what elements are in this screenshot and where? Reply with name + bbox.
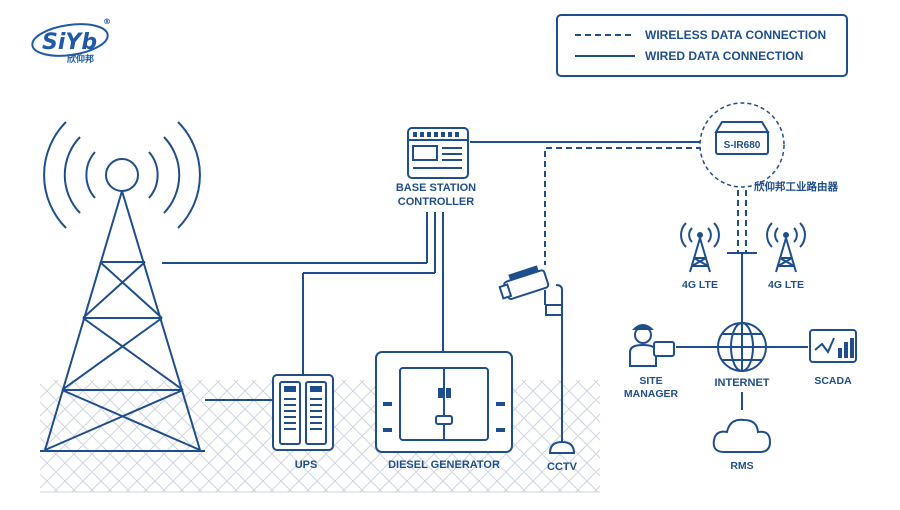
router-model-label: S-IR680 [724, 140, 761, 151]
legend-box [556, 14, 848, 77]
logo-reg-mark: ® [103, 17, 111, 26]
legend: WIRELESS DATA CONNECTION WIRED DATA CONN… [556, 14, 848, 77]
wireless-router-cctv [544, 147, 712, 265]
rms-cloud: RMS [712, 418, 772, 472]
tower-antenna-head [105, 158, 139, 192]
cell-tower [40, 121, 205, 452]
site-manager: SITE MANAGER [624, 324, 679, 400]
brand-logo: SiYb ® 欣仰邦 [31, 17, 111, 65]
ups-label: UPS [295, 459, 318, 471]
diesel-generator: DIESEL GENERATOR [375, 351, 513, 471]
industrial-router: S-IR680 欣仰邦工业路由器 [699, 102, 838, 193]
legend-wired-label: WIRED DATA CONNECTION [645, 49, 803, 63]
cctv-label: CCTV [547, 461, 578, 473]
lte-left-label: 4G LTE [682, 279, 718, 291]
generator-label: DIESEL GENERATOR [388, 459, 500, 471]
legend-wireless-label: WIRELESS DATA CONNECTION [645, 28, 826, 42]
wireless-connections [544, 147, 747, 265]
internet-globe: INTERNET [715, 322, 770, 389]
cctv-camera: CCTV [498, 265, 578, 473]
site-manager-label-line2: MANAGER [624, 388, 679, 400]
scada-label: SCADA [814, 375, 852, 387]
lte-right-label: 4G LTE [768, 279, 804, 291]
bsc-label-line1: BASE STATION [396, 182, 476, 194]
site-manager-label-line1: SITE [639, 375, 662, 387]
wired-connections [162, 141, 808, 410]
base-station-controller: BASE STATION CONTROLLER [396, 127, 476, 208]
bsc-label-line2: CONTROLLER [398, 196, 474, 208]
lte-tower-right: 4G LTE [766, 222, 806, 291]
logo-cn-text: 欣仰邦 [67, 53, 94, 65]
rms-label: RMS [730, 460, 753, 472]
internet-label: INTERNET [715, 377, 770, 389]
logo-brand-text: SiYb [42, 30, 97, 55]
router-cn-label: 欣仰邦工业路由器 [754, 180, 838, 193]
ups-unit: UPS [272, 374, 334, 471]
lte-tower-left: 4G LTE [680, 222, 720, 291]
scada-monitor: SCADA [809, 329, 857, 387]
